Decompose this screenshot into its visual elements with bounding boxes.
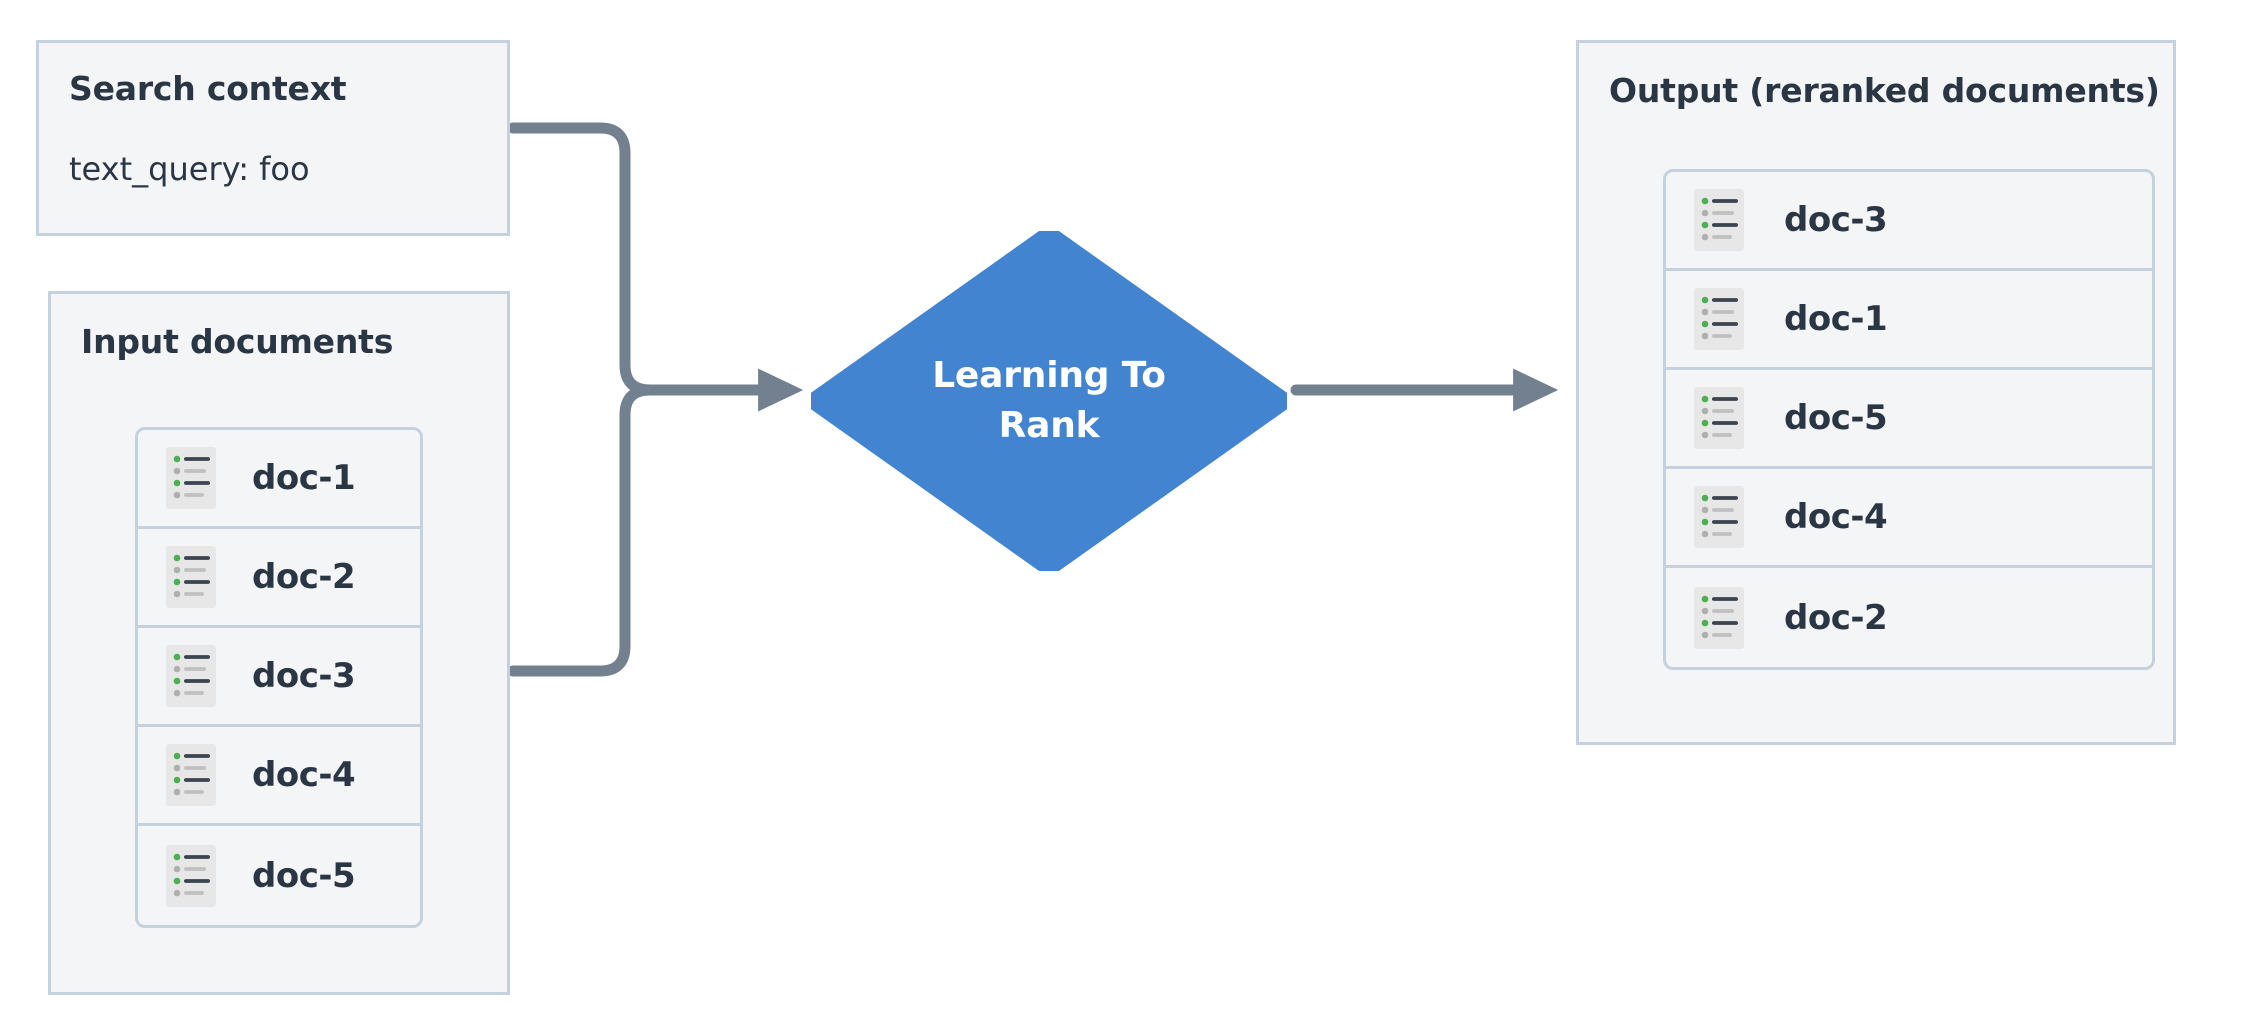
document-row[interactable]: doc-1: [138, 430, 420, 529]
document-label: doc-3: [252, 656, 356, 696]
document-row[interactable]: doc-1: [1666, 271, 2152, 370]
document-label: doc-4: [252, 755, 356, 795]
document-list-icon: [1694, 486, 1744, 548]
search-context-panel: Search context text_query: foo: [36, 40, 510, 236]
connector-search-context-to-ltr: [507, 122, 706, 396]
output-documents-title: Output (reranked documents): [1609, 71, 2160, 110]
document-list-icon: [1694, 387, 1744, 449]
document-list-icon: [166, 546, 216, 608]
document-list-icon: [166, 744, 216, 806]
document-row[interactable]: doc-5: [138, 826, 420, 925]
document-list-icon: [166, 645, 216, 707]
document-list-icon: [1694, 288, 1744, 350]
document-row[interactable]: doc-2: [138, 529, 420, 628]
learning-to-rank-node[interactable]: Learning To Rank: [811, 231, 1287, 571]
document-label: doc-4: [1784, 497, 1888, 537]
document-row[interactable]: doc-3: [1666, 172, 2152, 271]
document-label: doc-3: [1784, 200, 1888, 240]
document-label: doc-2: [252, 557, 356, 597]
document-label: doc-2: [1784, 597, 1888, 638]
document-label: doc-5: [1784, 398, 1888, 438]
input-document-list: doc-1 doc-2 doc-3 doc-4 doc-5: [135, 427, 423, 928]
document-list-icon: [166, 447, 216, 509]
document-label: doc-1: [1784, 299, 1888, 339]
document-row[interactable]: doc-4: [1666, 469, 2152, 568]
search-context-query: text_query: foo: [69, 150, 310, 188]
document-row[interactable]: doc-2: [1666, 568, 2152, 667]
document-label: doc-1: [252, 458, 356, 498]
connector-input-documents-to-ltr: [507, 384, 706, 677]
document-row[interactable]: doc-3: [138, 628, 420, 727]
document-list-icon: [166, 844, 216, 907]
document-list-icon: [1694, 586, 1744, 649]
document-label: doc-5: [252, 855, 356, 896]
document-list-icon: [1694, 189, 1744, 251]
input-documents-title: Input documents: [81, 322, 394, 361]
output-document-list: doc-3 doc-1 doc-5 doc-4 doc-2: [1663, 169, 2155, 670]
document-row[interactable]: doc-5: [1666, 370, 2152, 469]
search-context-title: Search context: [69, 69, 347, 108]
diamond-shape-icon: [811, 231, 1287, 571]
document-row[interactable]: doc-4: [138, 727, 420, 826]
